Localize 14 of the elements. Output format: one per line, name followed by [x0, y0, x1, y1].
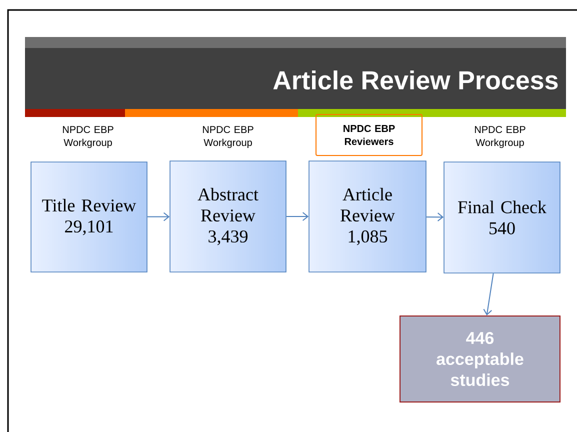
title: Article Review Process	[273, 70, 558, 90]
role-label: NPDC EBP Workgroup	[474, 126, 526, 148]
process-box: Title Review 29,101	[30, 162, 148, 272]
process-box: Article Review 1,085	[308, 160, 426, 272]
role-label: NPDC EBP Workgroup	[202, 126, 254, 148]
arrow	[146, 212, 170, 222]
role-label: NPDC EBP Workgroup	[62, 126, 114, 148]
arrow	[426, 212, 444, 222]
role-box: NPDC EBP Reviewers	[316, 114, 422, 156]
arrow	[483, 272, 494, 316]
result-box: 446 acceptable studies	[400, 316, 560, 402]
arrow	[286, 212, 309, 221]
process-box: Abstract Review 3,439	[170, 160, 286, 272]
process-box: Final Check 540	[444, 162, 560, 274]
